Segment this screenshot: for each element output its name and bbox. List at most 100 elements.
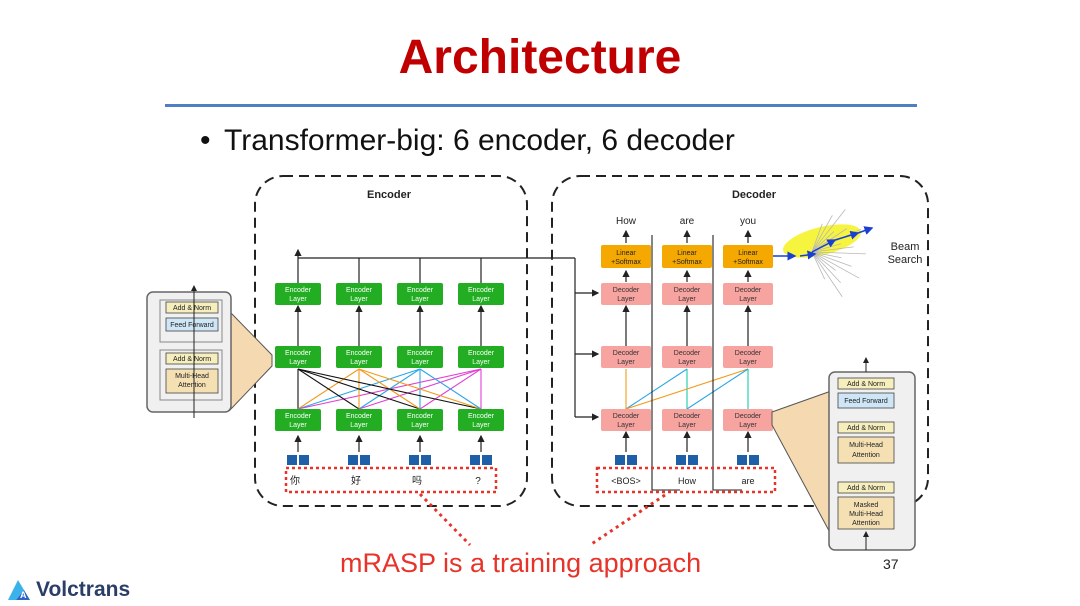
svg-text:A: A <box>20 590 27 600</box>
svg-text:Layer: Layer <box>617 359 635 366</box>
svg-text:Linear: Linear <box>677 250 697 257</box>
svg-text:+Softmax: +Softmax <box>733 259 763 266</box>
svg-text:Layer: Layer <box>739 422 757 429</box>
svg-text:Layer: Layer <box>350 296 368 303</box>
svg-text:Layer: Layer <box>472 359 490 366</box>
svg-text:Layer: Layer <box>411 422 429 429</box>
svg-text:+Softmax: +Softmax <box>611 259 641 266</box>
svg-text:Layer: Layer <box>289 296 307 303</box>
logo-icon: A <box>8 580 30 600</box>
decoder-output-token: are <box>680 216 695 227</box>
decoder-container <box>551 175 929 507</box>
encoder-token: ? <box>475 476 481 487</box>
bullet-point: •Transformer-big: 6 encoder, 6 decoder <box>200 124 735 157</box>
svg-text:Layer: Layer <box>411 296 429 303</box>
svg-text:Encoder: Encoder <box>407 350 434 357</box>
encoder-token-embedding <box>470 455 492 465</box>
svg-text:Decoder: Decoder <box>735 350 762 357</box>
svg-text:Feed Forward: Feed Forward <box>170 322 214 329</box>
svg-text:Layer: Layer <box>472 296 490 303</box>
decoder-input-token: are <box>741 476 754 486</box>
svg-text:Feed Forward: Feed Forward <box>844 398 888 405</box>
svg-text:Decoder: Decoder <box>735 413 762 420</box>
svg-text:Multi-Head: Multi-Head <box>849 511 883 518</box>
svg-text:+Softmax: +Softmax <box>672 259 702 266</box>
encoder-layer-detail: Add & Norm Feed Forward Add & Norm Multi… <box>146 285 273 418</box>
svg-text:Multi-Head: Multi-Head <box>849 442 883 449</box>
caption-text: mRASP is a training approach <box>340 548 702 578</box>
decoder-output-token: you <box>740 216 756 227</box>
svg-text:Encoder: Encoder <box>468 287 495 294</box>
svg-text:Layer: Layer <box>678 296 696 303</box>
svg-text:Layer: Layer <box>739 359 757 366</box>
svg-text:Layer: Layer <box>350 422 368 429</box>
svg-text:Masked: Masked <box>854 502 879 509</box>
svg-text:Encoder: Encoder <box>285 287 312 294</box>
encoder-token: 你 <box>290 474 300 487</box>
svg-text:Encoder: Encoder <box>346 287 373 294</box>
svg-text:Decoder: Decoder <box>735 287 762 294</box>
svg-text:Decoder: Decoder <box>674 413 701 420</box>
svg-text:Add & Norm: Add & Norm <box>173 305 211 312</box>
caption-pointer-right <box>589 493 666 547</box>
encoder-token-embedding <box>287 455 309 465</box>
svg-text:Add & Norm: Add & Norm <box>847 425 885 432</box>
svg-text:Layer: Layer <box>678 422 696 429</box>
decoder-output-token: How <box>616 216 637 227</box>
svg-text:Layer: Layer <box>289 359 307 366</box>
decoder-token-embedding <box>676 455 698 465</box>
multi-head-attention-box <box>837 436 895 464</box>
add-norm-box <box>837 421 895 434</box>
linear-softmax-layer: Linear +Softmax <box>662 245 712 268</box>
encoder-token-embedding <box>348 455 370 465</box>
svg-text:Linear: Linear <box>616 250 636 257</box>
feed-forward-box <box>165 317 219 332</box>
svg-text:Attention: Attention <box>852 452 880 459</box>
svg-text:Add & Norm: Add & Norm <box>173 356 211 363</box>
add-norm-box <box>165 301 219 314</box>
encoder-title: Encoder <box>367 189 412 201</box>
feed-forward-box <box>837 392 895 409</box>
svg-text:Encoder: Encoder <box>346 350 373 357</box>
linear-softmax-layer: Linear +Softmax <box>601 245 651 268</box>
decoder-layer-detail: Add & Norm Feed Forward Add & Norm Multi… <box>771 357 916 551</box>
svg-text:Decoder: Decoder <box>674 350 701 357</box>
logo-text: Volctrans <box>36 578 131 601</box>
encoder-input-highlight <box>284 466 498 494</box>
svg-text:Encoder: Encoder <box>346 413 373 420</box>
multi-head-attention-box <box>165 368 219 394</box>
svg-text:Decoder: Decoder <box>613 413 640 420</box>
svg-text:Layer: Layer <box>289 422 307 429</box>
svg-text:Multi-Head: Multi-Head <box>175 373 209 380</box>
svg-text:Encoder: Encoder <box>285 413 312 420</box>
svg-text:Encoder: Encoder <box>468 413 495 420</box>
add-norm-box <box>837 377 895 390</box>
svg-text:Encoder: Encoder <box>468 350 495 357</box>
svg-text:Decoder: Decoder <box>613 350 640 357</box>
decoder-input-token: <BOS> <box>611 476 641 486</box>
svg-text:Encoder: Encoder <box>407 413 434 420</box>
bullet-text: Transformer-big: 6 encoder, 6 decoder <box>224 124 735 157</box>
add-norm-box <box>165 352 219 365</box>
decoder-token-embedding <box>615 455 637 465</box>
svg-text:Encoder: Encoder <box>407 287 434 294</box>
encoder-token: 好 <box>351 475 361 487</box>
svg-text:Layer: Layer <box>678 359 696 366</box>
beam-search-label-2: Search <box>888 254 923 266</box>
svg-text:Layer: Layer <box>617 296 635 303</box>
svg-text:Add & Norm: Add & Norm <box>847 485 885 492</box>
